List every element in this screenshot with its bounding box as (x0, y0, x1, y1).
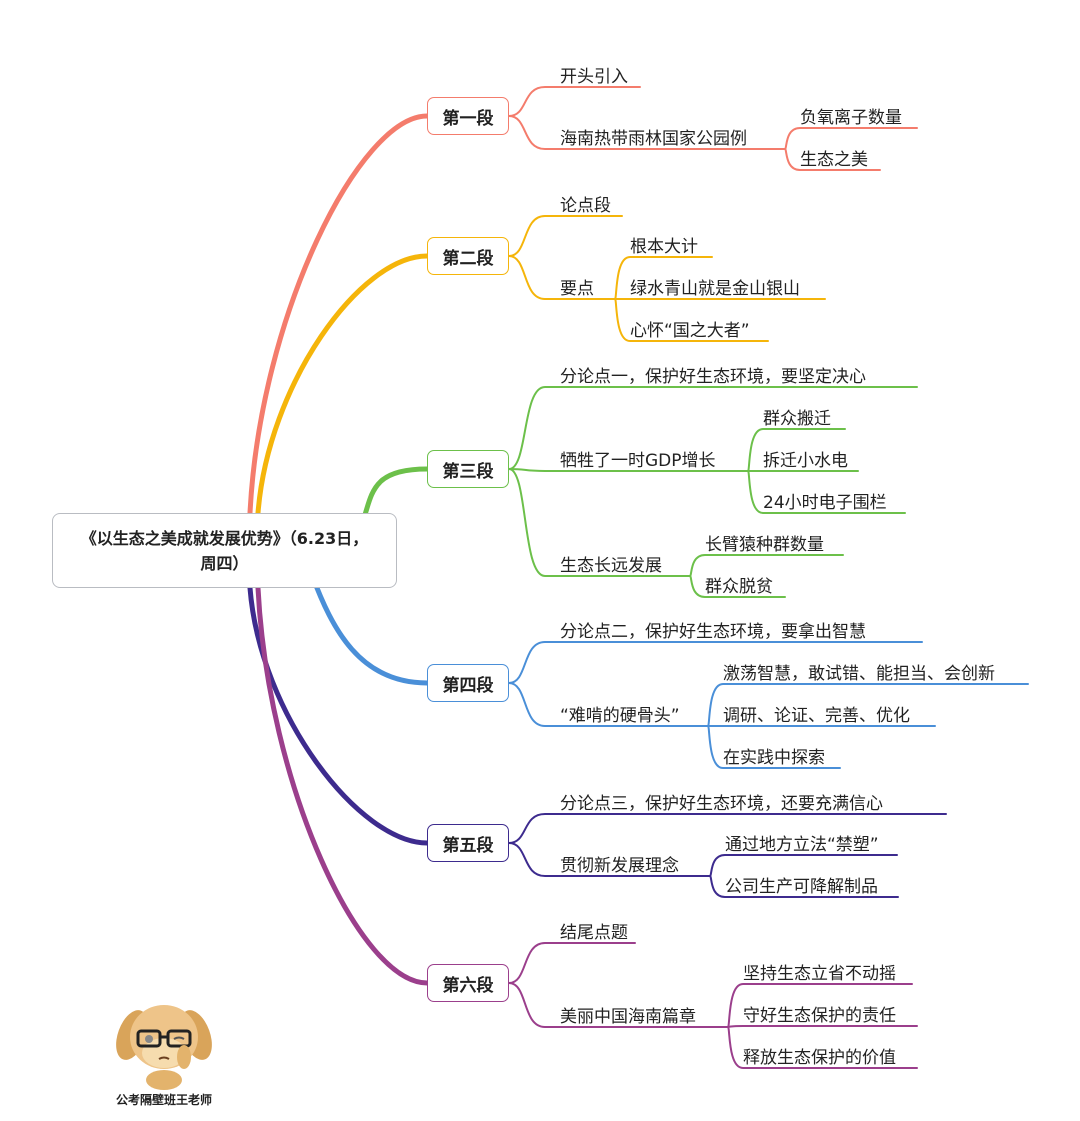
branch-root-to-section (309, 572, 430, 686)
subtopic-node[interactable]: 在实践中探索 (723, 748, 825, 768)
root-title: 《以生态之美成就发展优势》（6.23日，周四） (80, 528, 369, 573)
branch-line (508, 468, 749, 472)
subtopic-node[interactable]: 拆迁小水电 (763, 451, 848, 471)
subtopic-node[interactable]: 生态之美 (800, 150, 868, 170)
branch-root-to-section (255, 253, 430, 516)
branch-root-to-section (247, 585, 430, 846)
subtopic-node[interactable]: 守好生态保护的责任 (743, 1006, 896, 1026)
branch-line (508, 86, 641, 117)
branch-root-to-section (247, 113, 430, 516)
topic-node[interactable]: 分论点一，保护好生态环境，要坚定决心 (560, 367, 866, 387)
branch-line (508, 255, 616, 300)
section-label: 第四段 (442, 675, 494, 696)
section-node-4[interactable]: 第四段 (427, 664, 509, 702)
subtopic-node[interactable]: 公司生产可降解制品 (725, 877, 878, 897)
topic-node[interactable]: 开头引入 (560, 67, 628, 87)
dog-mascot-icon (116, 1005, 212, 1090)
section-label: 第一段 (442, 108, 494, 129)
branch-line (508, 682, 709, 727)
section-label: 第三段 (442, 461, 494, 482)
watermark-caption: 公考隔壁班王老师 (115, 1093, 212, 1107)
subtopic-node[interactable]: 通过地方立法“禁塑” (725, 835, 879, 855)
sub-branch-line (689, 575, 786, 598)
subtopic-node[interactable]: 根本大计 (630, 237, 698, 257)
section-node-2[interactable]: 第二段 (427, 237, 509, 275)
sub-branch-line (727, 983, 913, 1028)
subtopic-node[interactable]: 长臂猿种群数量 (705, 535, 824, 555)
root-node[interactable]: 《以生态之美成就发展优势》（6.23日，周四） (52, 513, 397, 588)
sub-branch-line (709, 854, 898, 877)
topic-node[interactable]: 分论点二，保护好生态环境，要拿出智慧 (560, 622, 866, 642)
branch-line (508, 842, 711, 877)
section-label: 第二段 (442, 248, 494, 269)
sub-branch-line (747, 428, 846, 472)
section-node-5[interactable]: 第五段 (427, 824, 509, 862)
sub-branch-line (614, 298, 769, 342)
sub-branch-line (709, 875, 899, 898)
branch-root-to-section (255, 585, 430, 986)
branch-line (508, 942, 636, 984)
branch-line (508, 982, 729, 1028)
topic-node[interactable]: 结尾点题 (560, 923, 628, 943)
section-label: 第五段 (442, 835, 494, 856)
topic-node[interactable]: “难啃的硬骨头” (560, 706, 680, 726)
sub-branch-line (784, 127, 918, 150)
sub-branch-line (747, 470, 906, 514)
branch-line (508, 641, 923, 684)
topic-node[interactable]: 要点 (560, 279, 594, 299)
branch-line (508, 215, 623, 257)
sub-branch-line (689, 554, 844, 577)
section-label: 第六段 (442, 975, 494, 996)
topic-node[interactable]: 海南热带雨林国家公园例 (560, 129, 747, 149)
sub-branch-line (707, 725, 841, 769)
sub-branch-line (727, 1025, 918, 1028)
topic-node[interactable]: 贯彻新发展理念 (560, 856, 679, 876)
branch-line (508, 386, 918, 470)
branch-line (508, 115, 786, 150)
topic-node[interactable]: 生态长远发展 (560, 556, 662, 576)
section-node-1[interactable]: 第一段 (427, 97, 509, 135)
section-node-3[interactable]: 第三段 (427, 450, 509, 488)
subtopic-node[interactable]: 24小时电子围栏 (763, 493, 887, 513)
subtopic-node[interactable]: 激荡智慧，敢试错、能担当、会创新 (723, 664, 995, 684)
subtopic-node[interactable]: 释放生态保护的价值 (743, 1048, 896, 1068)
topic-node[interactable]: 分论点三，保护好生态环境，还要充满信心 (560, 794, 883, 814)
subtopic-node[interactable]: 负氧离子数量 (800, 108, 902, 128)
subtopic-node[interactable]: 群众搬迁 (763, 409, 831, 429)
topic-node[interactable]: 美丽中国海南篇章 (560, 1007, 696, 1027)
subtopic-node[interactable]: 绿水青山就是金山银山 (630, 279, 800, 299)
branch-line (508, 813, 947, 844)
section-node-6[interactable]: 第六段 (427, 964, 509, 1002)
sub-branch-line (727, 1026, 918, 1069)
subtopic-node[interactable]: 群众脱贫 (705, 577, 773, 597)
sub-branch-line (614, 256, 713, 300)
topic-node[interactable]: 牺牲了一时GDP增长 (560, 451, 716, 471)
sub-branch-line (707, 683, 1029, 727)
subtopic-node[interactable]: 心怀“国之大者” (630, 321, 750, 341)
sub-branch-line (784, 148, 881, 171)
branch-line (508, 468, 691, 577)
subtopic-node[interactable]: 调研、论证、完善、优化 (723, 706, 910, 726)
topic-node[interactable]: 论点段 (560, 196, 611, 216)
subtopic-node[interactable]: 坚持生态立省不动摇 (743, 964, 896, 984)
